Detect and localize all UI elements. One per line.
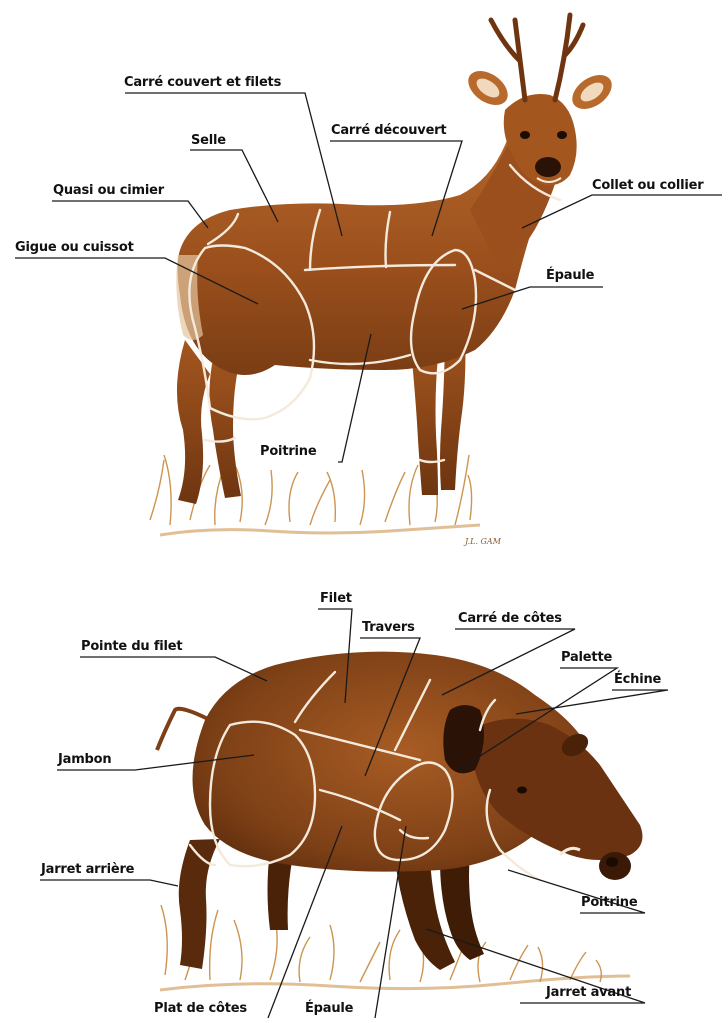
label-epaule-boar: Épaule (305, 1001, 353, 1017)
label-collet: Collet ou collier (592, 178, 704, 194)
boar-eye (517, 787, 527, 794)
deer-nose (535, 157, 561, 177)
deer-signature: J.L. GAM (463, 537, 502, 546)
label-selle: Selle (191, 133, 226, 149)
label-gigue: Gigue ou cuissot (15, 240, 134, 256)
label-carre-decouvert: Carré découvert (331, 123, 446, 139)
label-poitrine-deer: Poitrine (260, 444, 316, 460)
label-epaule-deer: Épaule (546, 268, 594, 284)
label-plat-cotes: Plat de côtes (154, 1001, 247, 1017)
label-jarret-avant: Jarret avant (546, 985, 631, 1001)
label-carre-cotes: Carré de côtes (458, 611, 562, 627)
boar-hind-leg (179, 839, 220, 969)
label-pointe-filet: Pointe du filet (81, 639, 182, 655)
label-filet: Filet (320, 591, 352, 607)
label-carre-couvert: Carré couvert et filets (124, 75, 281, 91)
label-quasi: Quasi ou cimier (53, 183, 164, 199)
label-travers: Travers (362, 620, 415, 636)
boar-figure (157, 652, 642, 990)
label-palette: Palette (561, 650, 612, 666)
label-jarret-arriere: Jarret arrière (41, 862, 134, 878)
label-poitrine-boar: Poitrine (581, 895, 637, 911)
deer-hind-leg (177, 340, 210, 504)
boar-grass (160, 905, 630, 990)
label-echine: Échine (614, 672, 661, 688)
label-jambon: Jambon (58, 752, 111, 768)
